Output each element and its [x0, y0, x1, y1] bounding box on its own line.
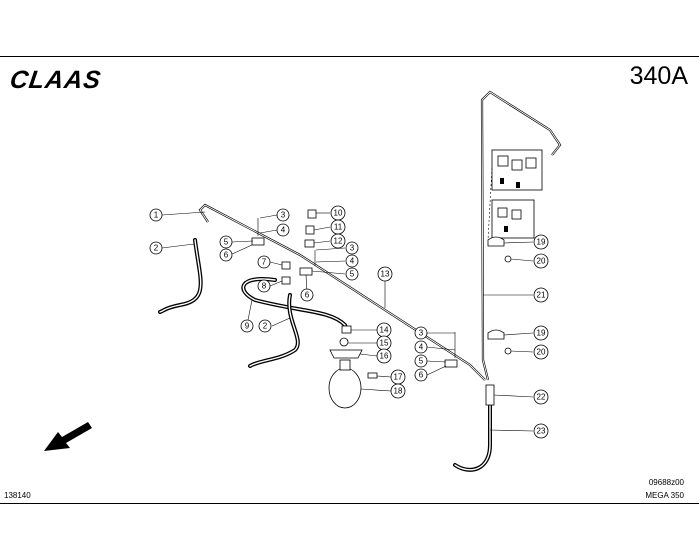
- hose-23: [453, 403, 492, 472]
- svg-text:3: 3: [350, 244, 355, 253]
- callout-5: 5: [219, 235, 233, 249]
- svg-text:6: 6: [419, 371, 424, 380]
- svg-text:5: 5: [419, 357, 424, 366]
- callout-18: 18: [390, 383, 406, 399]
- callout-19b: 19: [533, 325, 549, 341]
- callout-16: 16: [376, 348, 392, 364]
- svg-text:3: 3: [281, 211, 286, 220]
- drawing-frame: [0, 56, 699, 504]
- model-name: MEGA 350: [645, 491, 684, 500]
- svg-text:10: 10: [334, 209, 343, 218]
- svg-text:2: 2: [154, 244, 159, 253]
- callout-5b: 5: [345, 267, 359, 281]
- callout-20b: 20: [533, 344, 549, 360]
- clamp-19-upper: [487, 236, 505, 247]
- callout-6b: 6: [300, 288, 314, 302]
- control-valve-block: [487, 149, 543, 241]
- callout-3: 3: [276, 208, 290, 222]
- svg-text:12: 12: [334, 237, 343, 246]
- rigid-tube-21: [480, 90, 562, 381]
- callout-20: 20: [533, 253, 549, 269]
- svg-text:11: 11: [334, 223, 343, 232]
- callout-6c: 6: [414, 368, 428, 382]
- callout-3c: 3: [414, 326, 428, 340]
- callout-14: 14: [376, 322, 392, 338]
- clamps-and-bolts: [251, 209, 458, 379]
- callout-2b: 2: [258, 319, 272, 333]
- callout-6: 6: [219, 248, 233, 262]
- svg-text:3: 3: [419, 329, 424, 338]
- callout-4c: 4: [414, 340, 428, 354]
- callout-17: 17: [390, 369, 406, 385]
- callout-3b: 3: [345, 241, 359, 255]
- callout-9: 9: [240, 319, 254, 333]
- svg-text:22: 22: [537, 393, 546, 402]
- callout-11: 11: [330, 219, 346, 235]
- callout-22: 22: [533, 389, 549, 405]
- accumulator-18: [328, 349, 363, 409]
- hose-2-upper: [158, 238, 203, 314]
- callout-23: 23: [533, 423, 549, 439]
- svg-text:20: 20: [537, 257, 546, 266]
- svg-text:4: 4: [419, 343, 424, 352]
- callout-7: 7: [257, 255, 271, 269]
- callout-8: 8: [257, 279, 271, 293]
- callout-4b: 4: [345, 254, 359, 268]
- svg-text:13: 13: [381, 270, 390, 279]
- bolt-20-lower: [504, 347, 512, 355]
- callout-2: 2: [149, 241, 163, 255]
- svg-text:7: 7: [262, 258, 267, 267]
- svg-text:5: 5: [350, 270, 355, 279]
- svg-text:2: 2: [263, 322, 268, 331]
- svg-text:1: 1: [154, 211, 159, 220]
- direction-arrow-icon: [44, 422, 92, 451]
- fitting-22: [485, 384, 495, 406]
- svg-text:19: 19: [537, 329, 546, 338]
- svg-text:4: 4: [350, 257, 355, 266]
- sheet-number: 138140: [4, 491, 31, 500]
- svg-text:8: 8: [262, 282, 267, 291]
- callout-21: 21: [533, 287, 549, 303]
- svg-text:19: 19: [537, 238, 546, 247]
- callout-10: 10: [330, 205, 346, 221]
- callout-1: 1: [149, 208, 163, 222]
- svg-text:17: 17: [394, 373, 403, 382]
- hose-2-lower: [248, 293, 300, 368]
- svg-text:9: 9: [245, 322, 250, 331]
- svg-text:4: 4: [281, 226, 286, 235]
- bolt-20-upper: [504, 255, 512, 263]
- callout-19: 19: [533, 234, 549, 250]
- svg-text:15: 15: [380, 339, 389, 348]
- leader-lines: [161, 211, 534, 432]
- callout-5c: 5: [414, 354, 428, 368]
- svg-text:5: 5: [224, 238, 229, 247]
- hose-9: [241, 277, 347, 327]
- callout-13: 13: [377, 266, 393, 282]
- svg-text:20: 20: [537, 348, 546, 357]
- callout-4: 4: [276, 223, 290, 237]
- drawing-code: 09688z00: [648, 478, 684, 487]
- callout-12: 12: [330, 233, 346, 249]
- page-number: 340A: [629, 62, 688, 90]
- svg-text:14: 14: [380, 326, 389, 335]
- svg-text:16: 16: [380, 352, 389, 361]
- callout-15: 15: [376, 335, 392, 351]
- svg-text:6: 6: [305, 291, 310, 300]
- clamp-19-lower: [487, 329, 505, 340]
- svg-text:18: 18: [394, 387, 403, 396]
- svg-text:21: 21: [537, 291, 546, 300]
- svg-text:6: 6: [224, 251, 229, 260]
- svg-text:23: 23: [537, 427, 546, 436]
